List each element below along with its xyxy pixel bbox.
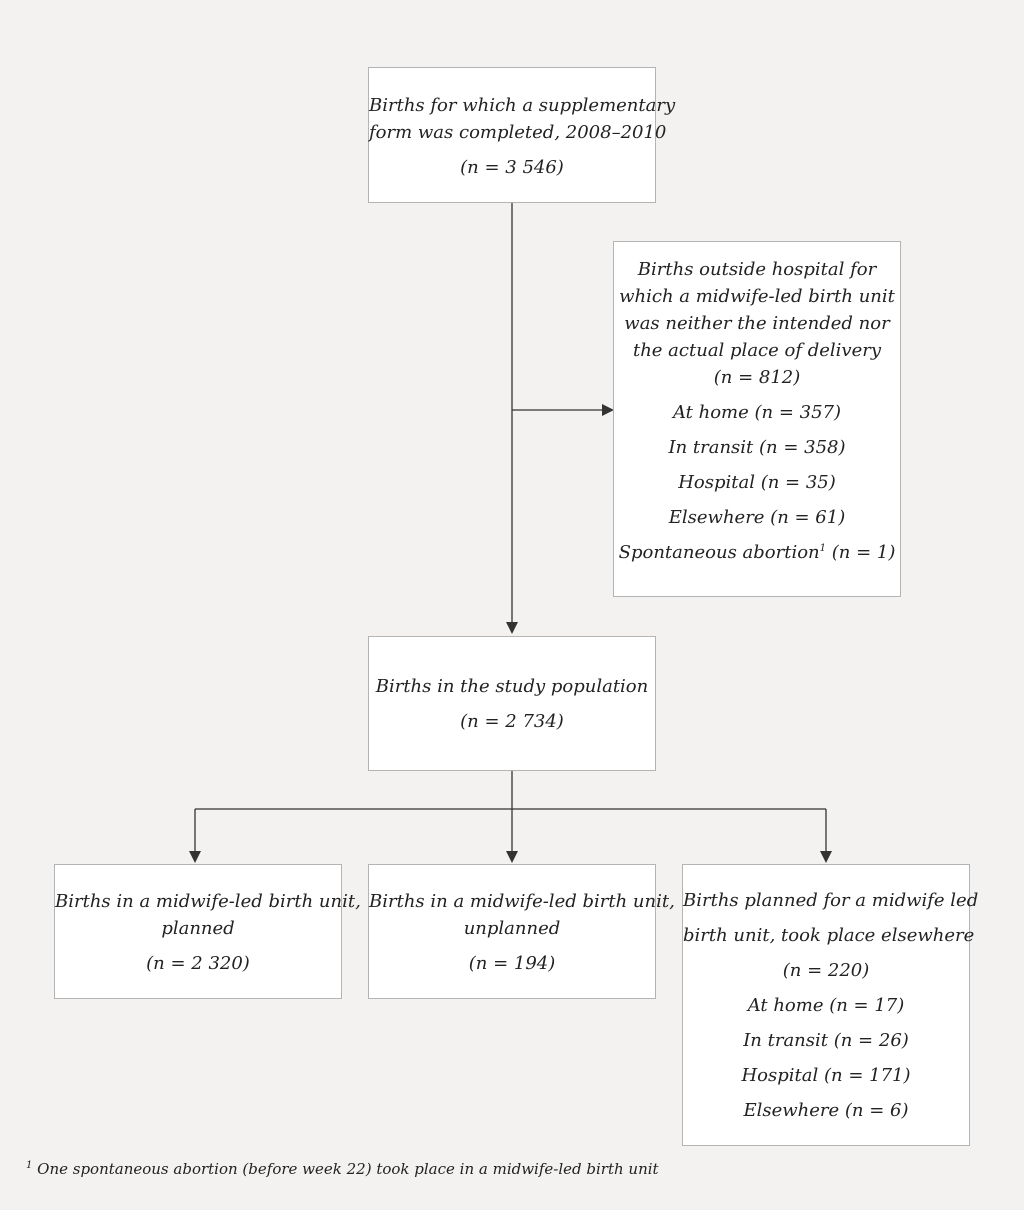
abortion-label: Spontaneous abortion (618, 542, 820, 563)
excluded-item-abortion: Spontaneous abortion1 (n = 1) (614, 539, 900, 566)
planned-count: (n = 2 320) (146, 953, 250, 974)
footnote: 1 One spontaneous abortion (before week … (26, 1160, 659, 1178)
unplanned-title-line: unplanned (463, 918, 561, 939)
excluded-item-hospital: Hospital (n = 35) (678, 472, 836, 493)
excluded-title-line: was neither the intended nor (624, 313, 890, 334)
unplanned-title-line: Births in a midwife-led birth unit, (369, 891, 675, 912)
excluded-count: (n = 812) (713, 367, 801, 388)
elsewhere-title-line: birth unit, took place elsewhere (683, 925, 975, 946)
planned-births-box: Births in a midwife-led birth unit, plan… (54, 864, 361, 999)
elsewhere-item-home: At home (n = 17) (747, 995, 905, 1016)
planned-title-line: Births in a midwife-led birth unit, (55, 891, 361, 912)
total-births-title-line: Births for which a supplementary (369, 95, 676, 116)
elsewhere-item-transit: In transit (n = 26) (743, 1030, 909, 1051)
planned-title-line: planned (161, 918, 235, 939)
unplanned-count: (n = 194) (468, 953, 556, 974)
total-births-title-line: form was completed, 2008–2010 (369, 122, 667, 143)
excluded-births-box: Births outside hospital for which a midw… (613, 241, 901, 597)
excluded-item-elsewhere: Elsewhere (n = 61) (668, 507, 846, 528)
total-births-box: Births for which a supplementary form wa… (368, 67, 676, 203)
excluded-item-transit: In transit (n = 358) (668, 437, 846, 458)
footnote-marker: 1 (26, 1160, 33, 1171)
excluded-title-line: which a midwife-led birth unit (619, 286, 895, 307)
footnote-text: One spontaneous abortion (before week 22… (32, 1160, 659, 1178)
total-births-count: (n = 3 546) (460, 157, 564, 178)
excluded-title-line: Births outside hospital for (637, 259, 877, 280)
study-population-count: (n = 2 734) (460, 711, 564, 732)
elsewhere-item-hospital: Hospital (n = 171) (741, 1065, 911, 1086)
abortion-count: (n = 1) (826, 542, 896, 563)
unplanned-births-box: Births in a midwife-led birth unit, unpl… (368, 864, 675, 999)
elsewhere-item-elsewhere: Elsewhere (n = 6) (743, 1100, 909, 1121)
planned-elsewhere-box: Births planned for a midwife led birth u… (682, 864, 979, 1146)
elsewhere-title-line: Births planned for a midwife led (683, 890, 979, 911)
elsewhere-count: (n = 220) (782, 960, 870, 981)
excluded-item-home: At home (n = 357) (672, 402, 842, 423)
excluded-title-line: the actual place of delivery (632, 340, 882, 361)
study-population-title: Births in the study population (375, 676, 649, 697)
abortion-footnote-marker: 1 (819, 543, 827, 554)
study-population-box: Births in the study population (n = 2 73… (368, 636, 656, 771)
